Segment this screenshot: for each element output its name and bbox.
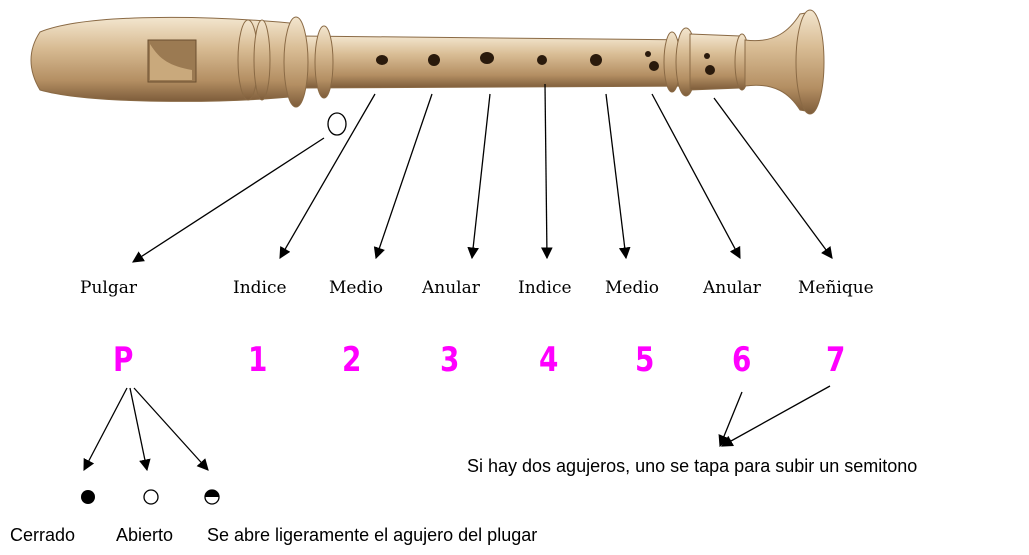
arrow-anular-6 <box>651 93 741 260</box>
double-hole-arrows <box>718 385 831 448</box>
arrow-anular-3 <box>467 93 491 260</box>
finger-label-pulgar: Pulgar <box>80 278 137 298</box>
arrow-abierto <box>129 387 151 472</box>
finger-label-anular-6: Anular <box>703 278 761 298</box>
arrow-cerrado <box>83 387 128 472</box>
thumb-hole-icon <box>327 112 347 136</box>
finger-label-medio-5: Medio <box>605 278 660 298</box>
hole-number-7: 7 <box>826 340 846 380</box>
finger-label-anular-3: Anular <box>422 278 480 298</box>
finger-label-indice-4: Indice <box>518 278 572 298</box>
arrow-medio-2 <box>373 93 433 260</box>
legend-half-label: Se abre ligeramente el agujero del pluga… <box>207 525 538 545</box>
double-hole-note: Si hay dos agujeros, uno se tapa para su… <box>467 456 918 476</box>
hole-number-4: 4 <box>539 340 559 380</box>
arrow-semi <box>133 387 209 471</box>
recorder-image <box>30 9 825 115</box>
arrow-medio-5 <box>605 93 631 260</box>
finger-label-indice-1: Indice <box>233 278 287 298</box>
finger-arrows <box>132 83 833 263</box>
p-arrows <box>83 387 209 472</box>
hole-number-2: 2 <box>342 340 362 380</box>
hole-number-6: 6 <box>732 340 752 380</box>
legend-open-label: Abierto <box>116 525 174 545</box>
arrow-6-note <box>718 391 743 448</box>
arrow-indice-4 <box>541 83 553 260</box>
hole-number-5: 5 <box>635 340 655 380</box>
hole-number-1: 1 <box>248 340 268 380</box>
arrow-pulgar <box>132 137 325 263</box>
open-hole-icon <box>143 489 159 505</box>
hole-number-p: P <box>113 340 134 380</box>
arrow-menique-7 <box>713 97 833 259</box>
finger-label-medio-2: Medio <box>329 278 384 298</box>
arrow-7-note <box>720 385 831 447</box>
arrow-indice-1 <box>279 93 376 260</box>
hole-number-3: 3 <box>440 340 460 380</box>
half-hole-icon <box>204 489 220 505</box>
closed-hole-icon <box>81 490 95 504</box>
legend-closed-label: Cerrado <box>10 525 76 545</box>
finger-label-menique-7: Meñique <box>798 278 874 298</box>
